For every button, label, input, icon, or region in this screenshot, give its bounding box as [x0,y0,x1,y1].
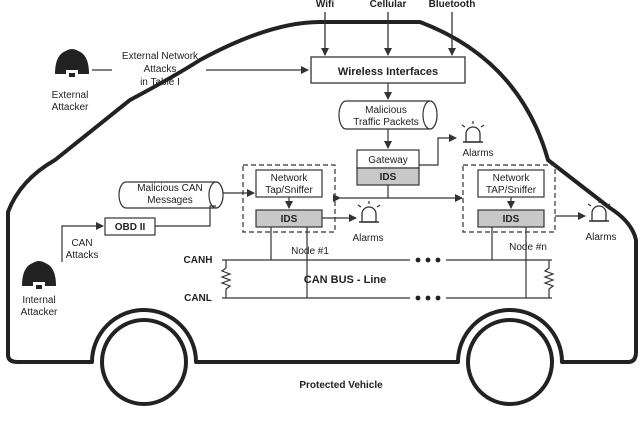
external-attacks-label-3: in Table I [140,77,180,88]
can-attacks-label-2: Attacks [66,250,99,261]
left-terminator [220,260,232,298]
tap-left-alarm-label: Alarms [352,233,383,244]
external-attacker-icon [55,49,89,80]
gateway-alarm-label: Alarms [462,148,493,159]
protected-vehicle-label: Protected Vehicle [299,380,383,391]
noden-label: Node #n [509,242,547,253]
malicious-packets-cylinder [338,100,438,130]
right-terminator [543,260,555,298]
malicious-packets-label-2: Traffic Packets [353,117,419,128]
malicious-can-label-1: Malicious CAN [137,183,203,194]
malicious-can-label-2: Messages [147,195,193,206]
wifi-label: Wifi [316,0,334,10]
tap-left-label-1: Network [271,173,309,184]
tap-right-label-2: TAP/Sniffer [486,185,537,196]
node1-label: Node #1 [291,246,329,257]
bluetooth-label: Bluetooth [429,0,476,10]
can-attack-arrow [61,222,104,262]
canh-label: CANH [184,255,213,266]
tap-left-box [255,169,323,198]
external-attacker-label-1: External [52,90,89,101]
tap-right-ids-label: IDS [503,214,520,225]
malicious-can-cylinder [118,181,224,209]
external-attacks-label-2: Attacks [144,64,177,75]
cellular-label: Cellular [370,0,407,10]
tap-right-box [477,169,545,198]
external-attacker-label-2: Attacker [52,102,89,113]
malicious-packets-label-1: Malicious [365,105,407,116]
tap-right-alarm-icon [587,200,611,222]
can-attacks-label-1: CAN [71,238,92,249]
tap-left-label-2: Tap/Sniffer [265,185,313,196]
gateway-alarm-icon [461,121,485,143]
canl-label: CANL [184,293,212,304]
can-bus-label: CAN BUS - Line [304,274,387,286]
tap-right-ids-box [477,209,545,228]
obd-link [155,205,216,227]
internal-attacker-label-2: Attacker [21,307,58,318]
obd-label: OBD II [115,222,146,233]
wireless-interfaces-label: Wireless Interfaces [338,66,438,78]
rear-wheel [466,318,554,406]
tap-left-group [242,164,336,233]
tap-right-alarm-label: Alarms [585,232,616,243]
tap-right-label-1: Network [493,173,531,184]
front-wheel [100,318,188,406]
tap-left-alarm-icon [357,201,381,223]
car-outline [6,20,638,364]
tap-left-ids-label: IDS [281,214,298,225]
gateway-ids-label: IDS [380,172,397,183]
gateway-alarm-arrow [419,134,457,166]
external-attacks-label-1: External Network [122,51,199,62]
internal-attacker-icon [22,261,56,292]
gateway-label: Gateway [368,155,407,166]
canh-ellipsis [415,257,441,263]
tap-right-group [462,164,556,233]
internal-attacker-label-1: Internal [22,295,55,306]
wireless-interfaces-box [310,56,466,84]
canl-ellipsis [415,295,441,301]
